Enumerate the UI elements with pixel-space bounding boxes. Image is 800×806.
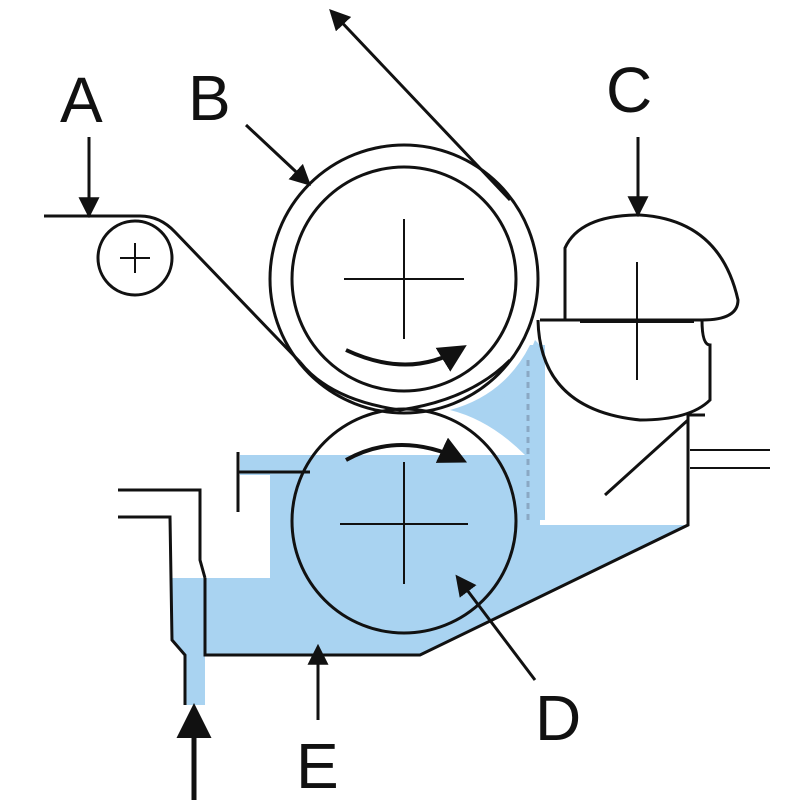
label-c-group: C <box>606 54 652 218</box>
guide-roller <box>96 219 174 297</box>
label-b-arrow <box>244 123 312 186</box>
backup-roll-b <box>268 143 540 415</box>
label-d: D <box>535 682 581 754</box>
substrate-web <box>44 8 512 412</box>
label-b: B <box>188 62 231 134</box>
applicator-roll-d <box>290 407 518 635</box>
label-a: A <box>60 64 103 136</box>
rotation-arrow-icon <box>345 437 468 463</box>
label-e: E <box>296 730 339 802</box>
label-a-group: A <box>60 64 103 219</box>
label-b-group: B <box>188 62 312 186</box>
label-e-group: E <box>296 643 339 802</box>
rotation-arrow-icon <box>345 345 467 372</box>
label-d-arrow <box>455 574 537 681</box>
coating-liquid <box>172 340 688 705</box>
label-d-group: D <box>455 574 581 754</box>
label-c: C <box>606 54 652 126</box>
metering-roll-c <box>536 213 740 422</box>
pan-outline <box>118 360 770 705</box>
